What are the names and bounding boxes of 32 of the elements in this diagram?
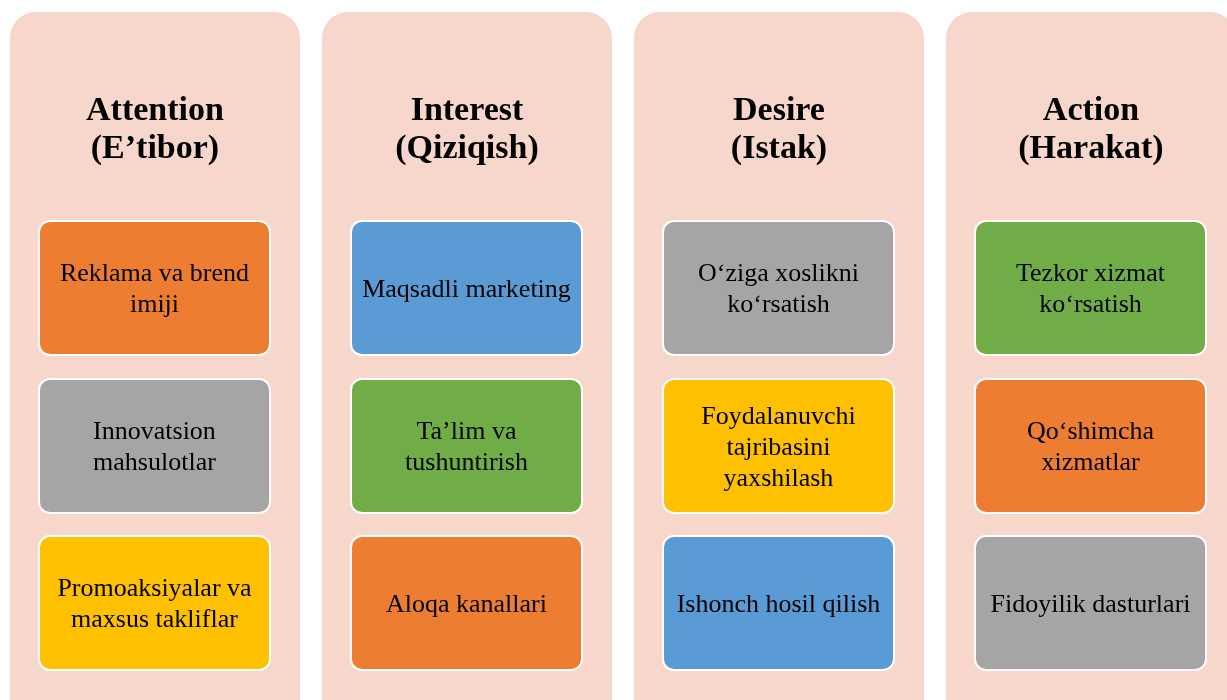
tactic-box: [350, 378, 583, 514]
tactic-text: O‘ziga xoslikni ko‘rsatish: [697, 257, 860, 319]
tactic-box: [350, 220, 583, 356]
tactic-text: Fidoyilik dasturlari: [990, 587, 1191, 619]
tactic-box: [662, 535, 895, 671]
stage-heading: Desire (Istak): [729, 90, 829, 166]
tactic-box: [38, 220, 271, 356]
tactic-box: [974, 378, 1207, 514]
stage-column: [634, 12, 924, 700]
stage-column: [946, 12, 1227, 700]
tactic-box: [662, 220, 895, 356]
tactic-text: Foydalanuvchi tajribasini yaxshilash: [700, 399, 857, 493]
tactic-box: [38, 378, 271, 514]
tactic-text: Reklama va brend imiji: [58, 257, 251, 319]
tactic-text: Qo‘shimcha xizmatlar: [1025, 415, 1156, 477]
tactic-text: Aloqa kanallari: [386, 587, 547, 619]
tactic-text: Ta’lim va tushuntirish: [404, 415, 529, 477]
stage-heading: Interest (Qiziqish): [394, 90, 540, 166]
stage-column: [10, 12, 300, 700]
stage-heading: Attention (E’tibor): [85, 90, 225, 166]
tactic-text: Tezkor xizmat ko‘rsatish: [1014, 257, 1167, 319]
tactic-box: [974, 220, 1207, 356]
stage-heading: Action (Harakat): [1017, 90, 1165, 166]
tactic-text: Maqsadli marketing: [362, 272, 571, 304]
tactic-text: Innovatsion mahsulotlar: [92, 415, 217, 477]
tactic-text: Promoaksiyalar va maxsus takliflar: [56, 572, 253, 634]
tactic-box: [38, 535, 271, 671]
tactic-text: Ishonch hosil qilish: [676, 587, 881, 619]
tactic-box: [350, 535, 583, 671]
tactic-box: [662, 378, 895, 514]
stage-column: [322, 12, 612, 700]
tactic-box: [974, 535, 1207, 671]
